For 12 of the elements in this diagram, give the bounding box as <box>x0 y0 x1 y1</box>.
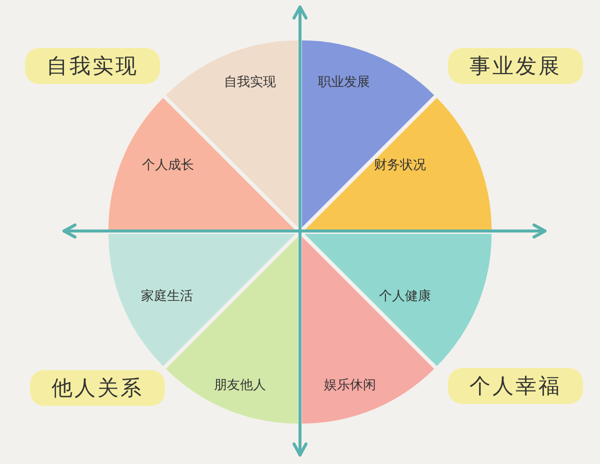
wedge-label: 家庭生活 <box>141 288 193 305</box>
wedge-label: 职业发展 <box>318 74 370 91</box>
highlight-band: 他人关系 <box>30 370 165 406</box>
wedge-label: 财务状况 <box>374 157 426 174</box>
highlight-band: 自我实现 <box>25 48 160 84</box>
wedge-label: 个人健康 <box>379 288 431 305</box>
wedge-label: 娱乐休闲 <box>324 377 376 394</box>
highlight-band: 个人幸福 <box>448 368 583 404</box>
wedge-label: 自我实现 <box>224 74 276 91</box>
highlight-band: 事业发展 <box>448 48 583 84</box>
wedge-label: 朋友他人 <box>214 377 266 394</box>
wedge-label: 个人成长 <box>142 157 194 174</box>
